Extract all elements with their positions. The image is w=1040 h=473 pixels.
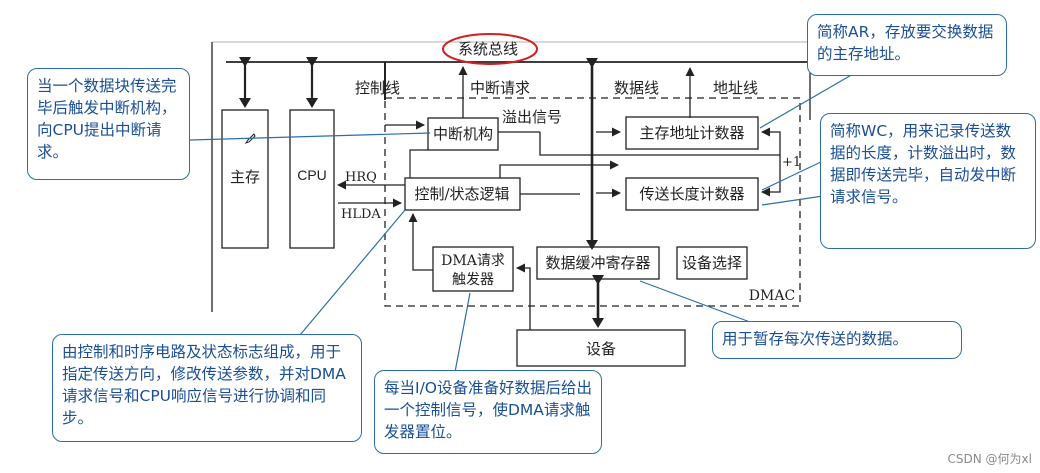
device-box — [516, 329, 686, 367]
dma-trigger-label-line2: 触发器 — [452, 272, 494, 288]
control-note: 由控制和时序电路及状态标志组成，用于指定传送方向，修改传送参数，并对DMA请求信… — [52, 334, 362, 442]
csdn-watermark: CSDN @何为xl — [947, 452, 1032, 466]
interrupt-unit-label: 中断机构 — [433, 125, 493, 143]
length-counter-box — [625, 177, 759, 211]
dma-trigger-label-line1: DMA请求 — [441, 253, 505, 269]
dma-trigger-box — [432, 246, 514, 292]
address-counter-label: 主存地址计数器 — [639, 124, 744, 142]
main-memory-box — [221, 109, 269, 249]
ar-note: 简称AR，存放要交换数据的主存地址。 — [807, 14, 1007, 76]
data-line-label: 数据线 — [614, 79, 659, 97]
wc-note-pointer — [761, 159, 826, 191]
plus-one-wire — [761, 155, 781, 197]
control-logic-label: 控制/状态逻辑 — [414, 185, 509, 203]
buffer-note: 用于暂存每次传送的数据。 — [712, 321, 962, 359]
ar-note-pointer — [759, 69, 861, 129]
plus-one-label: +1 — [782, 155, 801, 170]
overflow-signal-label: 溢出信号 — [502, 108, 562, 126]
buffer-note-pointer — [639, 280, 751, 323]
device-select-box — [676, 246, 748, 280]
interrupt-note: 当一个数据块传送完毕后触发中断机构，向CPU提出中断请求。 — [27, 68, 190, 180]
device-label: 设备 — [586, 340, 616, 358]
length-counter-label: 传送长度计数器 — [639, 185, 744, 203]
system-bus-highlight — [442, 33, 538, 65]
hrq-label: HRQ — [345, 170, 377, 185]
logic-to-interrupt-wire — [409, 149, 428, 178]
device-select-label: 设备选择 — [682, 254, 742, 272]
cpu-label: CPU — [297, 167, 327, 183]
hlda-label: HLDA — [341, 207, 381, 222]
address-counter-box — [625, 116, 759, 150]
cpu-box — [289, 109, 335, 249]
system-bus-label: 系统总线 — [458, 40, 518, 58]
data-buffer-label: 数据缓冲寄存器 — [545, 254, 650, 272]
pencil-icon — [244, 133, 256, 144]
address-line-label: 地址线 — [713, 79, 758, 97]
trigger-note: 每当I/O设备准备好数据后给出一个控制信号，使DMA请求触发器置位。 — [374, 370, 602, 454]
wc-note: 简称WC，用来记录传送数据的长度，计数溢出时，数据即传送完毕，自动发中断请求信号… — [820, 113, 1036, 249]
interrupt-note-pointer — [189, 132, 431, 141]
main-memory-label: 主存 — [230, 168, 260, 186]
device-to-trigger-arrow — [516, 263, 531, 330]
trigger-note-pointer — [454, 292, 471, 373]
interrupt-request-label: 中断请求 — [470, 79, 530, 97]
wc-note-pointer-2 — [761, 194, 831, 206]
dmac-label: DMAC — [749, 288, 795, 304]
trigger-to-logic-arrow — [408, 213, 433, 271]
logic-to-counters-wire — [499, 160, 619, 178]
control-note-pointer — [299, 209, 406, 336]
control-line-label: 控制线 — [355, 79, 400, 97]
